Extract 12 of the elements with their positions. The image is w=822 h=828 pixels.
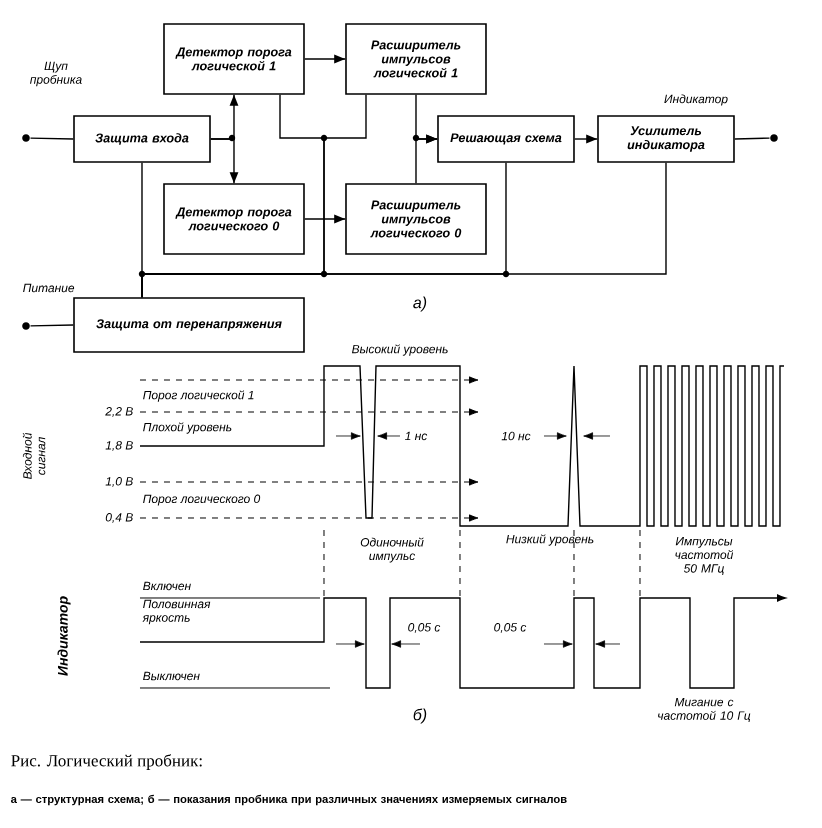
- connector-line: [29, 324, 74, 327]
- arrow: [574, 134, 598, 144]
- label: а): [413, 296, 427, 312]
- arrow: [304, 214, 346, 224]
- connector-line: [29, 137, 74, 140]
- arrow: [210, 138, 239, 184]
- connector-line: [141, 162, 667, 298]
- connector-line: [734, 137, 771, 140]
- arrow: [415, 134, 438, 184]
- arrow: [304, 54, 346, 64]
- label: б): [413, 708, 427, 724]
- caption: Рис. Логический пробник:: [11, 754, 202, 770]
